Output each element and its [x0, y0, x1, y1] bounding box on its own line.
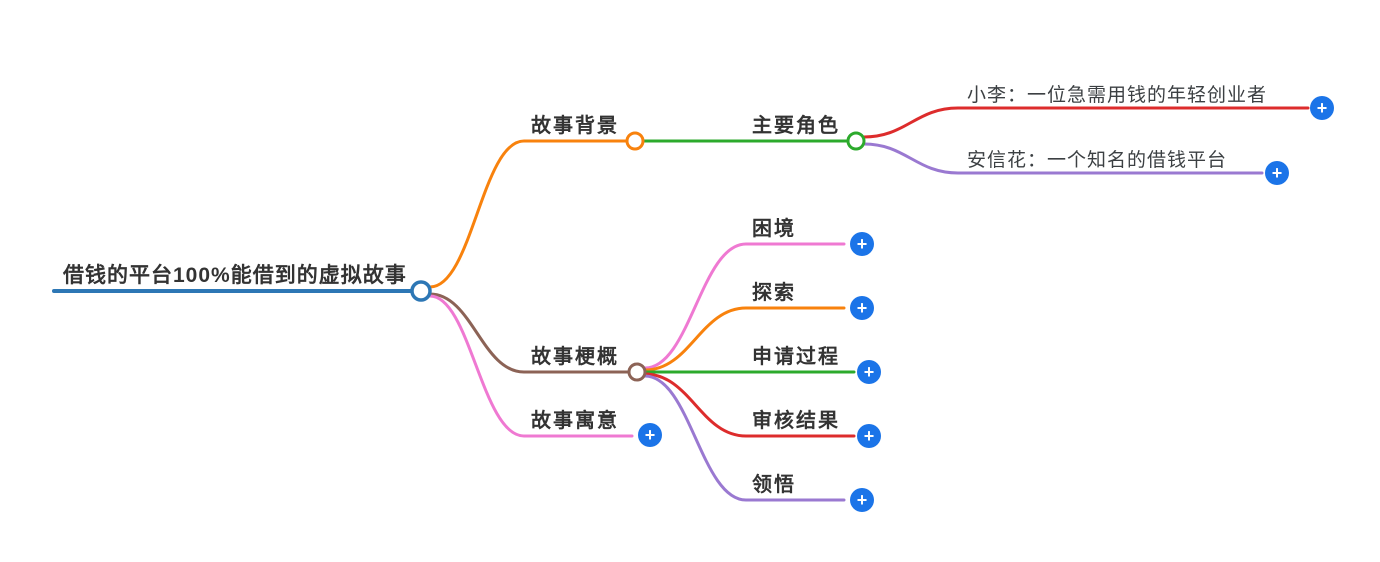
story-background-node-handle[interactable]: [625, 131, 645, 151]
connector-explore: [643, 306, 846, 372]
node-xiaoli[interactable]: 小李：一位急需用钱的年轻创业者: [967, 85, 1268, 106]
add-child-button-story-moral[interactable]: +: [638, 423, 662, 447]
connector-story-outline: [428, 292, 631, 374]
add-child-button-anxinhua[interactable]: +: [1265, 161, 1289, 185]
connector-story-background: [428, 139, 629, 289]
plus-icon: +: [856, 234, 868, 254]
story-outline-node-handle[interactable]: [627, 362, 647, 382]
add-child-button-explore[interactable]: +: [850, 296, 874, 320]
add-child-button-dilemma[interactable]: +: [850, 232, 874, 256]
node-story-outline[interactable]: 故事梗概: [531, 346, 619, 368]
connector-xiaoli: [862, 106, 1310, 139]
root-node-handle[interactable]: [410, 280, 432, 302]
add-child-button-xiaoli[interactable]: +: [1310, 96, 1334, 120]
connector-realization: [643, 374, 846, 502]
node-explore[interactable]: 探索: [752, 282, 796, 304]
connector-review-result: [643, 372, 856, 438]
node-anxinhua[interactable]: 安信花：一个知名的借钱平台: [967, 150, 1228, 171]
node-main-characters[interactable]: 主要角色: [752, 115, 840, 137]
add-child-button-review-result[interactable]: +: [857, 424, 881, 448]
connector-dilemma: [643, 242, 846, 370]
plus-icon: +: [856, 298, 868, 318]
add-child-button-application-process[interactable]: +: [857, 360, 881, 384]
plus-icon: +: [863, 426, 875, 446]
node-story-moral[interactable]: 故事寓意: [531, 410, 619, 432]
node-dilemma[interactable]: 困境: [752, 218, 796, 240]
connector-anxinhua: [862, 142, 1264, 175]
node-realization[interactable]: 领悟: [752, 474, 796, 496]
plus-icon: +: [644, 425, 656, 445]
node-review-result[interactable]: 审核结果: [752, 410, 840, 432]
plus-icon: +: [1271, 163, 1283, 183]
plus-icon: +: [856, 490, 868, 510]
add-child-button-realization[interactable]: +: [850, 488, 874, 512]
main-characters-node-handle[interactable]: [846, 131, 866, 151]
node-application-process[interactable]: 申请过程: [752, 346, 840, 368]
plus-icon: +: [863, 362, 875, 382]
connector-story-moral: [428, 294, 634, 438]
node-root[interactable]: 借钱的平台100%能借到的虚拟故事: [63, 264, 407, 287]
node-story-background[interactable]: 故事背景: [531, 115, 619, 137]
plus-icon: +: [1316, 98, 1328, 118]
